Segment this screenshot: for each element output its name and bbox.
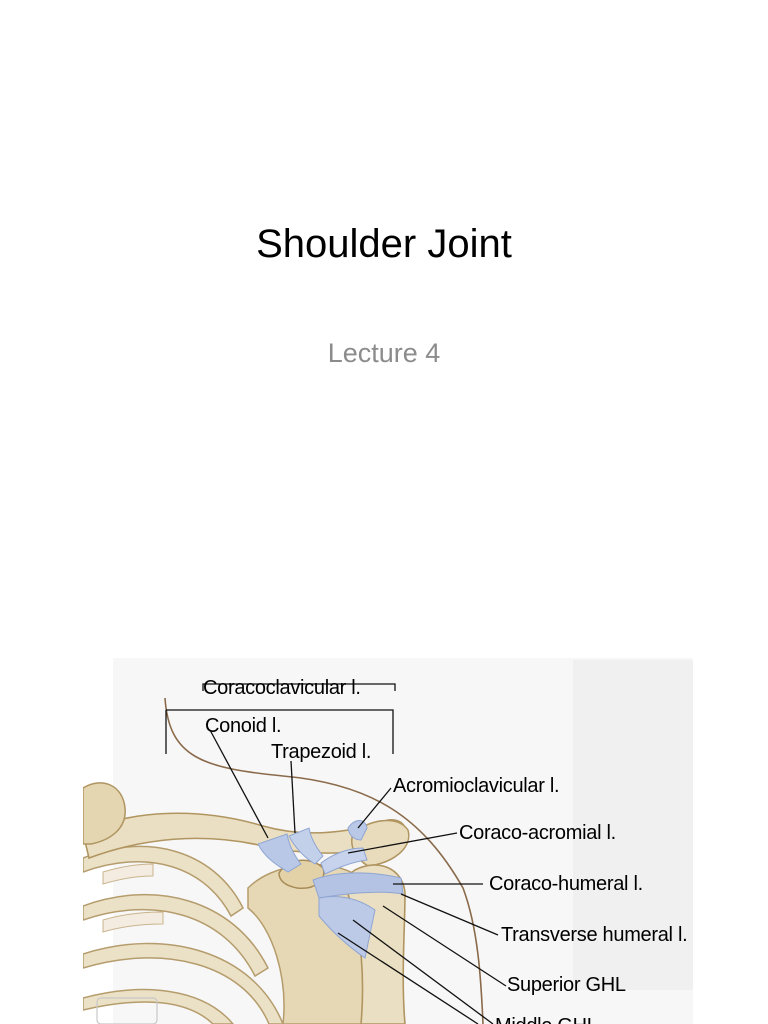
label-coracoclavicular: Coracoclavicular l.	[203, 677, 361, 699]
watermark-block	[573, 660, 693, 990]
slide-subtitle: Lecture 4	[327, 338, 441, 368]
slide-title: Shoulder Joint	[256, 222, 512, 266]
label-conoid: Conoid l.	[205, 715, 282, 737]
skin-outline	[164, 697, 484, 1024]
label-acromioclavicular: Acromioclavicular l.	[393, 775, 560, 797]
shoulder-illustration	[83, 658, 693, 1024]
leader-lines	[165, 683, 507, 1024]
sternal-end	[83, 782, 126, 845]
label-transverse-humeral: Transverse humeral l.	[501, 924, 688, 946]
label-superior-ghl: Superior GHL	[507, 974, 626, 996]
label-middle-ghl: Middle GHL	[495, 1014, 598, 1024]
ligaments	[257, 820, 404, 959]
figure-corner-mark	[96, 997, 158, 1024]
label-coraco-humeral: Coraco-humeral l.	[489, 873, 643, 895]
label-coraco-acromial: Coraco-acromial l.	[459, 822, 616, 844]
label-trapezoid: Trapezoid l.	[271, 741, 372, 763]
shoulder-anatomy-figure: Coracoclavicular l. Conoid l. Trapezoid …	[83, 658, 768, 1024]
